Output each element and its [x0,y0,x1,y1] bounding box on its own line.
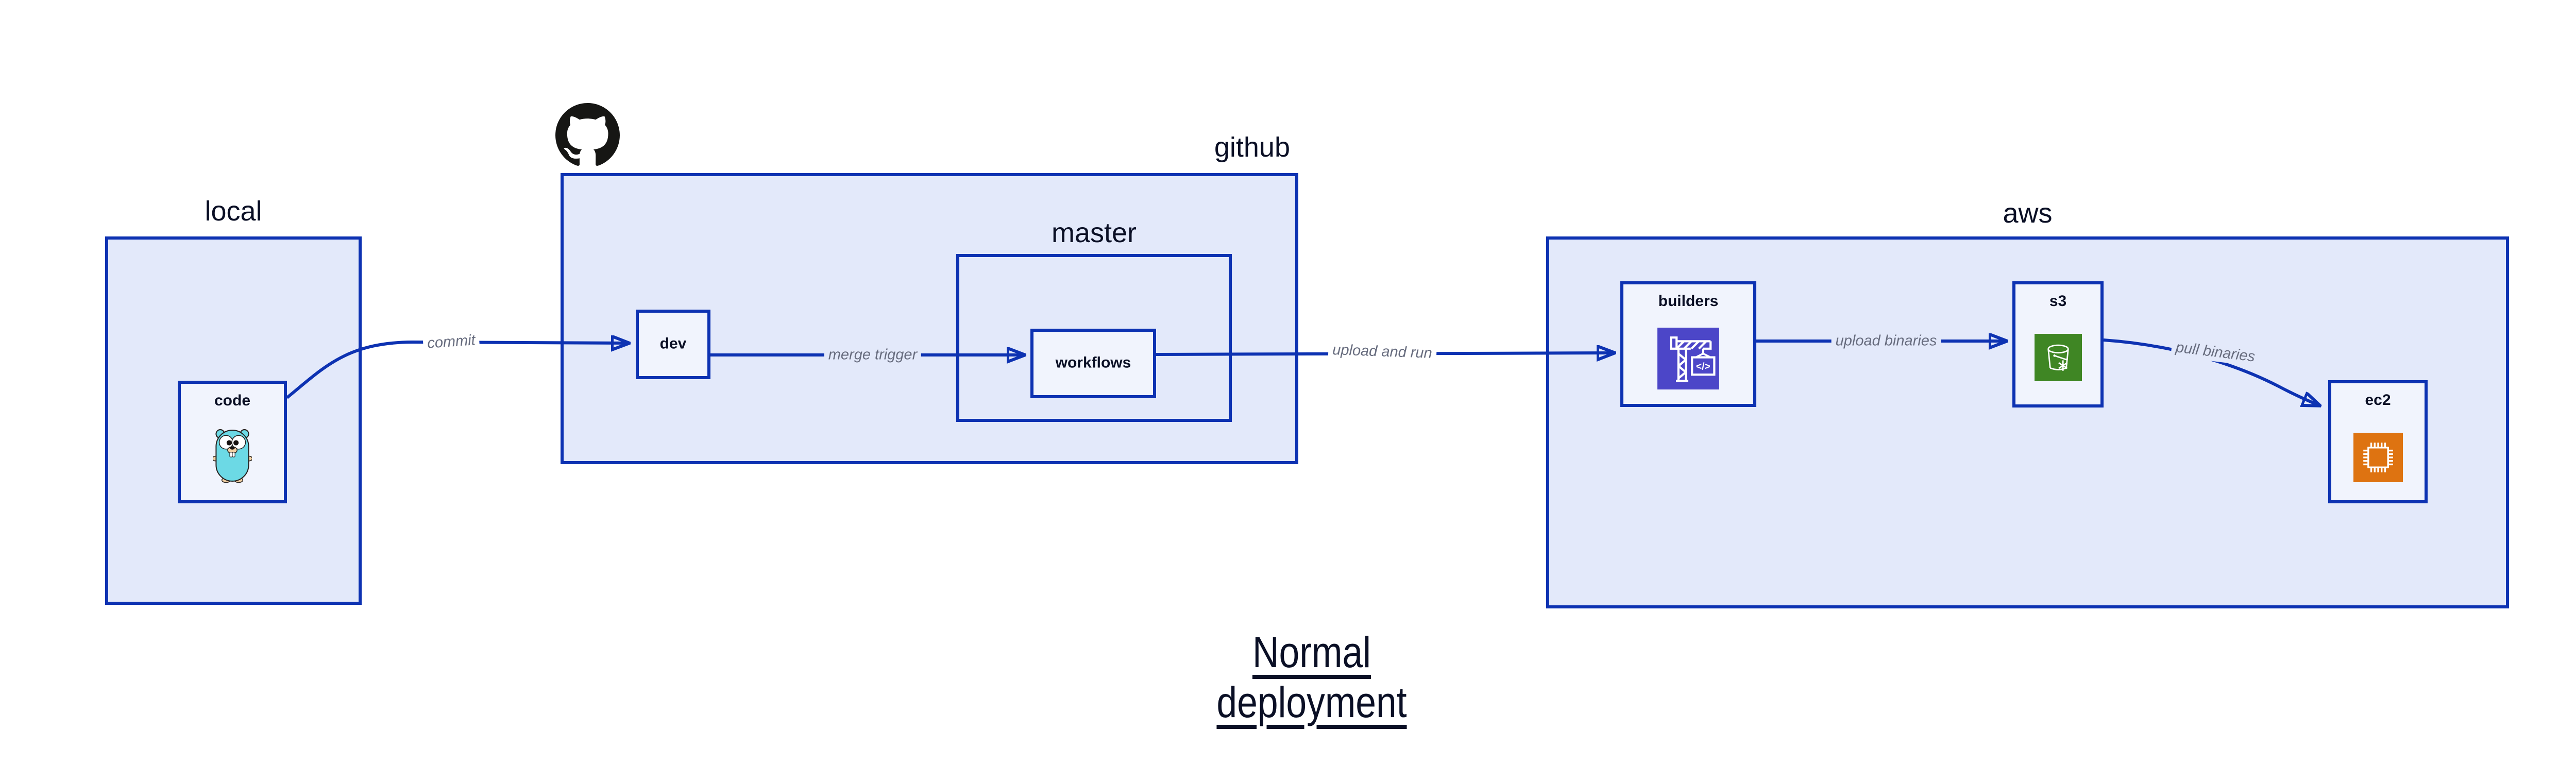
node-dev: dev [636,310,710,379]
group-label-aws: aws [2003,198,2053,229]
node-ec2: ec2 [2328,380,2428,503]
aws-s3-glacier-icon [2034,334,2082,381]
node-code-label: code [214,392,251,409]
group-label-github: github [1214,132,1290,163]
svg-text:</>: </> [1696,362,1710,372]
edge-label-upload-binaries: upload binaries [1831,332,1941,350]
node-dev-label: dev [659,335,687,352]
aws-ec2-icon [2353,433,2403,482]
node-builders-label: builders [1658,293,1719,310]
group-label-master: master [1051,217,1137,248]
go-gopher-icon [213,429,252,483]
node-builders: builders </> [1620,281,1756,407]
edge-label-merge-trigger: merge trigger [824,346,922,364]
diagram-title-text: Normal deployment [1216,628,1407,726]
node-s3-label: s3 [2049,293,2067,310]
edge-label-commit: commit [422,331,480,353]
diagram-title: Normal deployment [1131,627,1492,727]
aws-codebuild-icon: </> [1657,328,1719,389]
node-workflows-label: workflows [1055,354,1131,371]
node-code: code [178,381,287,503]
group-label-local: local [205,196,262,227]
node-ec2-label: ec2 [2365,392,2391,409]
edge-label-upload-and-run: upload and run [1328,341,1437,363]
github-octocat-icon [555,103,620,166]
node-workflows: workflows [1030,329,1156,398]
node-s3: s3 [2012,281,2104,408]
